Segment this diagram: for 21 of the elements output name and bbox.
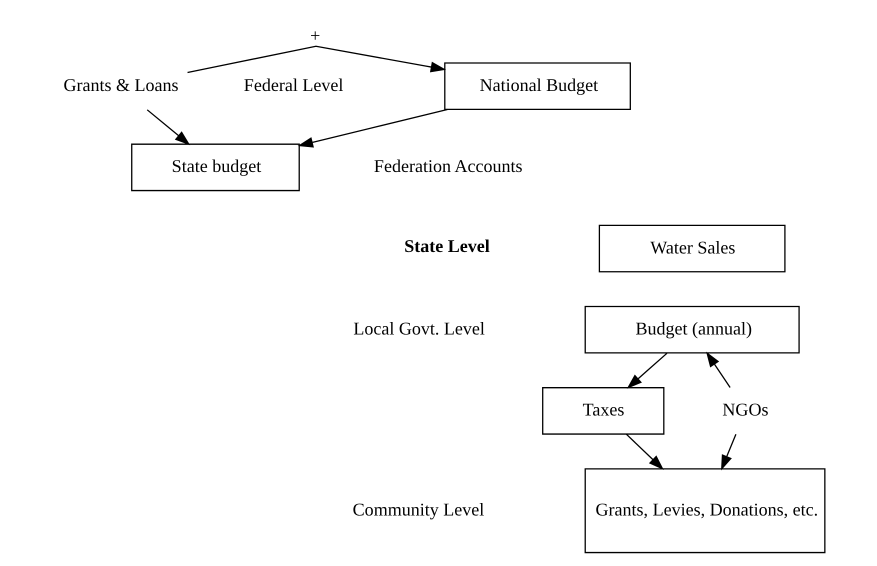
node-box: Budget (annual) — [584, 306, 800, 354]
arrow — [297, 108, 448, 148]
node-box: Taxes — [542, 387, 664, 435]
node-text: Grants & Loans — [62, 74, 178, 95]
label: Federal Level — [243, 74, 343, 95]
node-text: NGOs — [722, 400, 768, 420]
label: State Level — [404, 236, 490, 256]
node-box: Grants, Levies, Donations, etc. — [584, 468, 825, 554]
arrow — [146, 109, 190, 146]
label: Community Level — [352, 499, 484, 520]
arrow — [625, 434, 664, 470]
node-box: National Budget — [444, 62, 630, 110]
node-box: Water Sales — [598, 224, 786, 272]
node-box: State budget — [130, 144, 300, 192]
arrow — [186, 46, 446, 74]
label: Federation Accounts — [373, 156, 522, 176]
edge-label: + — [310, 25, 320, 46]
label: Local Govt. Level — [352, 318, 484, 338]
arrow — [720, 434, 736, 470]
arrow — [626, 352, 667, 389]
arrow — [706, 352, 730, 388]
